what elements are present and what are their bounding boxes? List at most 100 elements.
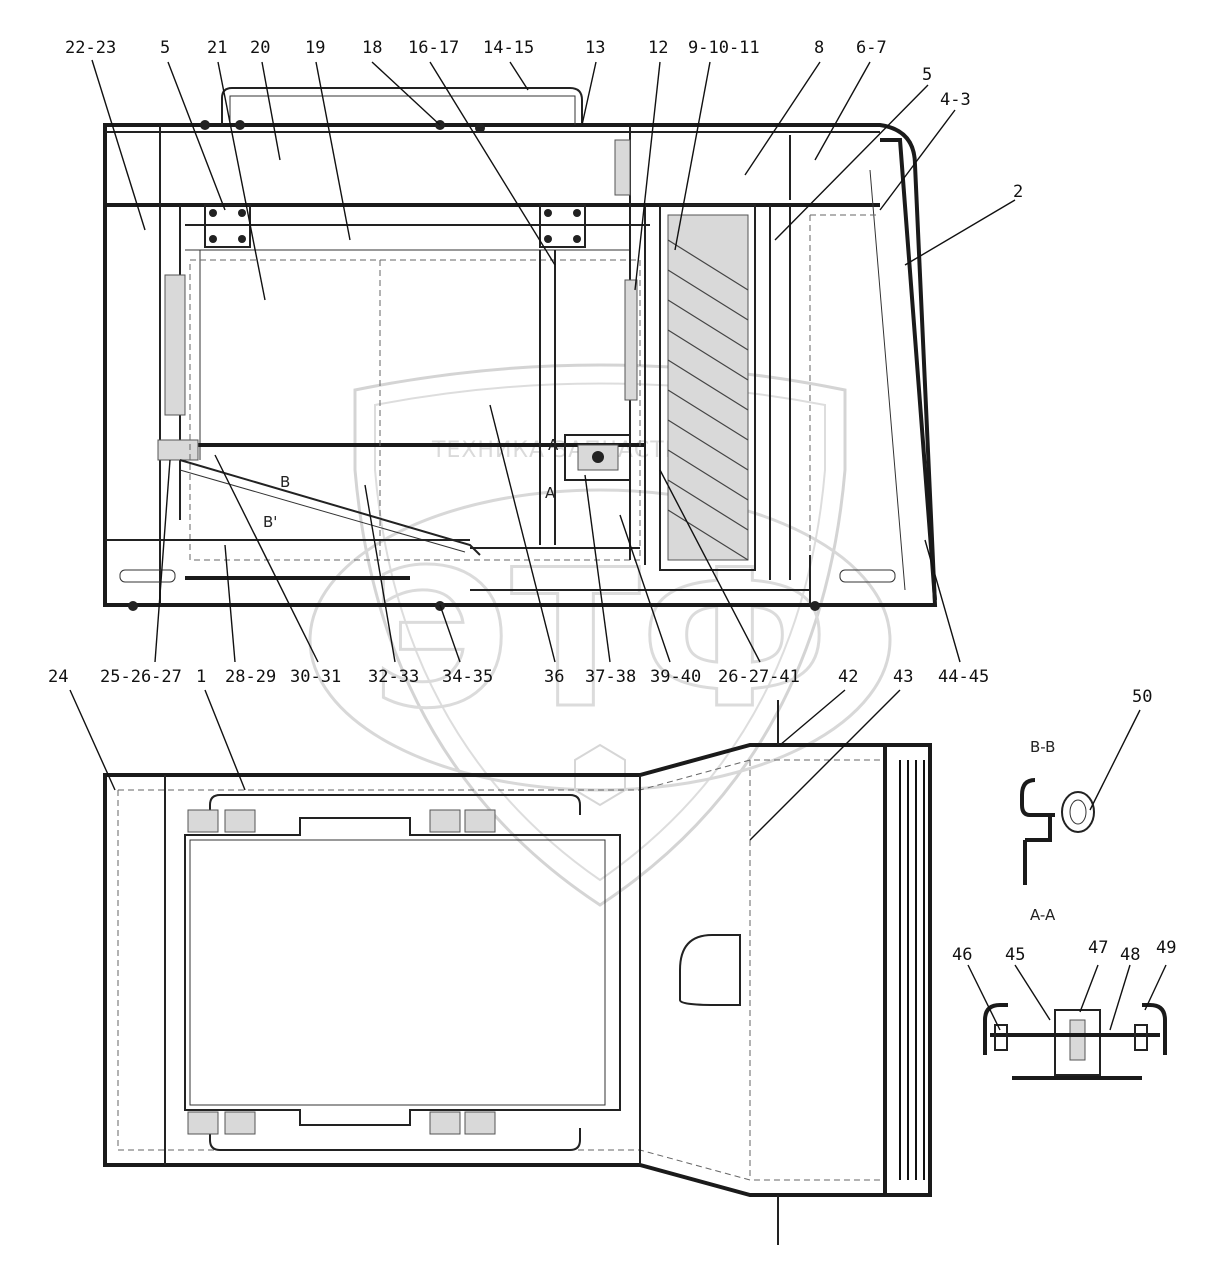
left-handle — [983, 1003, 1008, 1055]
bracket-50-ring-inner — [1069, 799, 1087, 825]
cab-inner — [189, 839, 606, 1106]
label-9-10-11: 9-10-11 — [688, 38, 760, 58]
hinge-strip — [164, 274, 186, 416]
label-16-17: 16-17 — [408, 38, 459, 58]
screen-mesh-hatching — [667, 239, 749, 561]
body-outline — [103, 123, 938, 607]
watermark-hex-icon — [574, 743, 626, 807]
clamp — [464, 809, 496, 833]
bolt — [235, 120, 245, 130]
clamp — [224, 1111, 256, 1135]
label-37-38: 37-38 — [585, 667, 636, 687]
leader-lines — [69, 59, 1167, 1031]
bolt — [200, 120, 210, 130]
label-8: 8 — [814, 38, 824, 58]
bolt — [209, 209, 217, 217]
middle-bar-clamp — [157, 439, 199, 461]
label-25-26-27: 25-26-27 — [100, 667, 182, 687]
grille-frame — [883, 743, 932, 1197]
grille-slats — [899, 760, 925, 1180]
label-42: 42 — [838, 667, 858, 687]
label-36: 36 — [544, 667, 564, 687]
handle-bottom — [209, 1115, 581, 1151]
label-18: 18 — [362, 38, 382, 58]
label-21: 21 — [207, 38, 227, 58]
label-47: 47 — [1088, 938, 1108, 958]
watermark-shield — [353, 363, 847, 907]
bolt — [128, 601, 138, 611]
part-labels: 22-23 5 21 20 19 18 16-17 14-15 13 12 9-… — [48, 38, 1176, 965]
label-45: 45 — [1005, 945, 1025, 965]
label-5-left: 5 — [160, 38, 170, 58]
handle-bar-inner — [229, 95, 576, 125]
section-mark-a: A — [548, 436, 559, 454]
bolt — [810, 601, 820, 611]
diagonal-strut-2 — [179, 469, 466, 553]
bolt — [544, 209, 552, 217]
latch-knob — [592, 451, 604, 463]
label-50: 50 — [1132, 687, 1152, 707]
center-block — [1054, 1009, 1101, 1076]
washer-left — [994, 1024, 1008, 1051]
bolt — [475, 123, 485, 133]
bracket-50-shape — [1020, 778, 1055, 842]
bracket-5-right — [539, 204, 586, 248]
hinge-top — [614, 139, 631, 196]
section-a-a: A-A — [983, 906, 1167, 1080]
slot-left — [119, 569, 176, 583]
label-12: 12 — [648, 38, 668, 58]
end-panel-edge — [880, 138, 937, 601]
plan-dashed-top — [118, 759, 880, 791]
label-26-27-41: 26-27-41 — [718, 667, 800, 687]
label-13: 13 — [585, 38, 605, 58]
watermark-logo: ЭТФ — [371, 529, 828, 750]
label-6-7: 6-7 — [856, 38, 887, 58]
bolt — [573, 209, 581, 217]
bolt — [238, 209, 246, 217]
label-43: 43 — [893, 667, 913, 687]
clamp — [429, 1111, 461, 1135]
label-46: 46 — [952, 945, 972, 965]
screen-mesh — [667, 214, 749, 561]
slot-right — [839, 569, 896, 583]
watermark-shield-inner — [374, 382, 826, 882]
bolt — [544, 235, 552, 243]
bracket-50-ring — [1061, 791, 1095, 833]
center-pin — [1069, 1019, 1086, 1061]
bolt — [209, 235, 217, 243]
clamp — [187, 1111, 219, 1135]
label-49: 49 — [1156, 938, 1176, 958]
clamp — [429, 809, 461, 833]
inner-frame-dashed — [189, 259, 641, 561]
label-1: 1 — [196, 667, 206, 687]
label-20: 20 — [250, 38, 270, 58]
nose-opening — [679, 934, 741, 1006]
label-39-40: 39-40 — [650, 667, 701, 687]
label-30-31: 30-31 — [290, 667, 341, 687]
label-34-35: 34-35 — [442, 667, 493, 687]
section-a-a-title: A-A — [1030, 906, 1056, 924]
label-2: 2 — [1013, 182, 1023, 202]
cab-opening — [184, 817, 621, 1126]
label-14-15: 14-15 — [483, 38, 534, 58]
label-4-3: 4-3 — [940, 90, 971, 110]
section-b-b-title: B-B — [1030, 738, 1055, 756]
label-19: 19 — [305, 38, 325, 58]
label-28-29: 28-29 — [225, 667, 276, 687]
bolt — [573, 235, 581, 243]
label-24: 24 — [48, 667, 68, 687]
label-44-45: 44-45 — [938, 667, 989, 687]
watermark: ТЕХНИКА ЗАПЧАСТИ ЭТФ — [308, 363, 892, 907]
section-mark-a2: A — [545, 484, 556, 502]
end-panel-inner — [869, 169, 906, 591]
label-22-23: 22-23 — [65, 38, 116, 58]
gas-strut-12 — [624, 279, 638, 401]
section-b-b: B-B — [1020, 738, 1095, 885]
clamp — [224, 809, 256, 833]
clamp — [187, 809, 219, 833]
handle-top — [209, 794, 581, 830]
label-48: 48 — [1120, 945, 1140, 965]
watermark-text: ТЕХНИКА ЗАПЧАСТИ — [431, 438, 682, 463]
